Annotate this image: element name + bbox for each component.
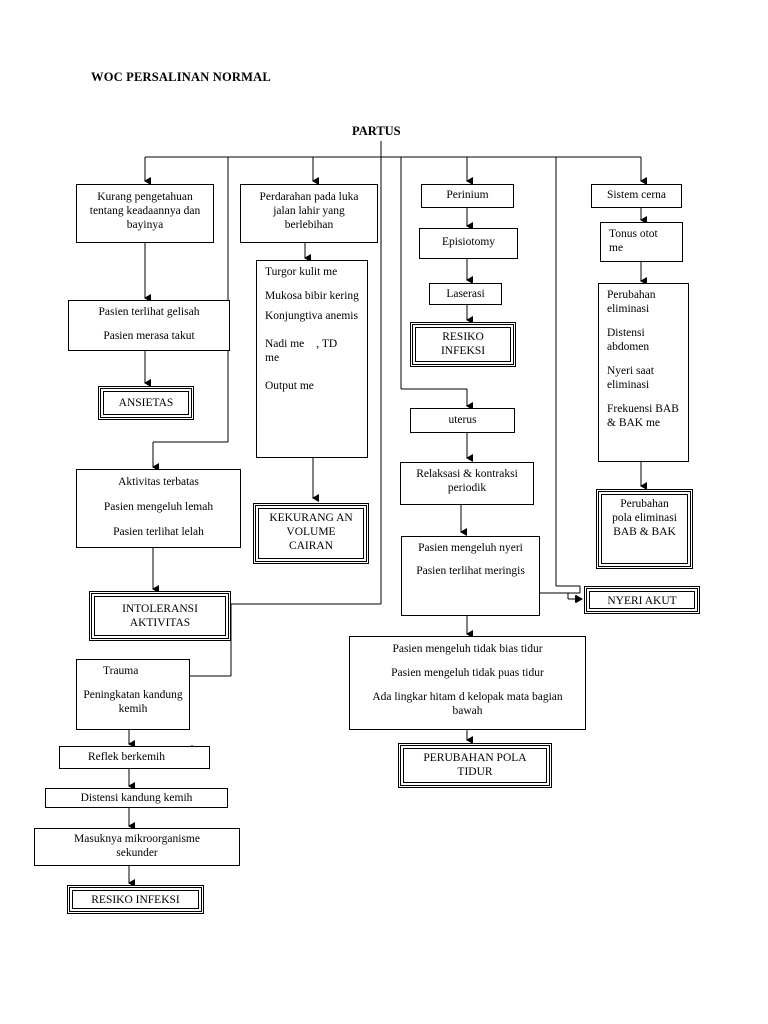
- diagnosis-intoleransi-aktivitas: INTOLERANSI AKTIVITAS: [89, 591, 231, 641]
- node-perdarahan: Perdarahan pada luka jalan lahir yang be…: [240, 184, 378, 243]
- node-kurang-pengetahuan: Kurang pengetahuan tentang keadaannya da…: [76, 184, 214, 243]
- node-episiotomy: Episiotomy: [419, 228, 518, 259]
- node-aktivitas-terbatas: Aktivitas terbatas Pasien mengeluh lemah…: [76, 469, 241, 548]
- diagnosis-resiko-infeksi-1: RESIKO INFEKSI: [67, 885, 204, 914]
- node-tanda-kekurangan-cairan: Turgor kulit me Mukosa bibir kering Konj…: [256, 260, 368, 458]
- node-mikroorganisme: Masuknya mikroorganisme sekunder: [34, 828, 240, 866]
- node-distensi-kandung-kemih: Distensi kandung kemih: [45, 788, 228, 808]
- node-gangguan-tidur: Pasien mengeluh tidak bias tidur Pasien …: [349, 636, 586, 730]
- page-title: WOC PERSALINAN NORMAL: [91, 70, 271, 84]
- node-sistem-cerna: Sistem cerna: [591, 184, 682, 208]
- node-trauma: Trauma Peningkatan kandung kemih: [76, 659, 190, 730]
- node-reflek-berkemih: Reflek berkemih: [59, 746, 210, 769]
- node-nyeri-tanda: Pasien mengeluh nyeri Pasien terlihat me…: [401, 536, 540, 616]
- diagnosis-perubahan-pola-eliminasi: Perubahan pola eliminasi BAB & BAK: [596, 489, 693, 569]
- root-node-partus: PARTUS: [352, 124, 401, 138]
- diagnosis-perubahan-pola-tidur: PERUBAHAN POLA TIDUR: [398, 743, 552, 788]
- node-tanda-eliminasi: Perubahan eliminasi Distensi abdomen Nye…: [598, 283, 689, 462]
- diagnosis-kekurangan-volume-cairan: KEKURANG AN VOLUME CAIRAN: [253, 503, 369, 564]
- node-perinium: Perinium: [421, 184, 514, 208]
- node-tonus-otot: Tonus otot me: [600, 222, 683, 262]
- node-relaksasi-kontraksi: Relaksasi & kontraksi periodik: [400, 462, 534, 505]
- diagnosis-nyeri-akut: NYERI AKUT: [584, 586, 700, 614]
- diagnosis-ansietas: ANSIETAS: [98, 386, 194, 420]
- diagnosis-resiko-infeksi-2: RESIKO INFEKSI: [410, 322, 516, 367]
- node-gelisah-takut: Pasien terlihat gelisah Pasien merasa ta…: [68, 300, 230, 351]
- node-uterus: uterus: [410, 408, 515, 433]
- node-laserasi: Laserasi: [429, 283, 502, 305]
